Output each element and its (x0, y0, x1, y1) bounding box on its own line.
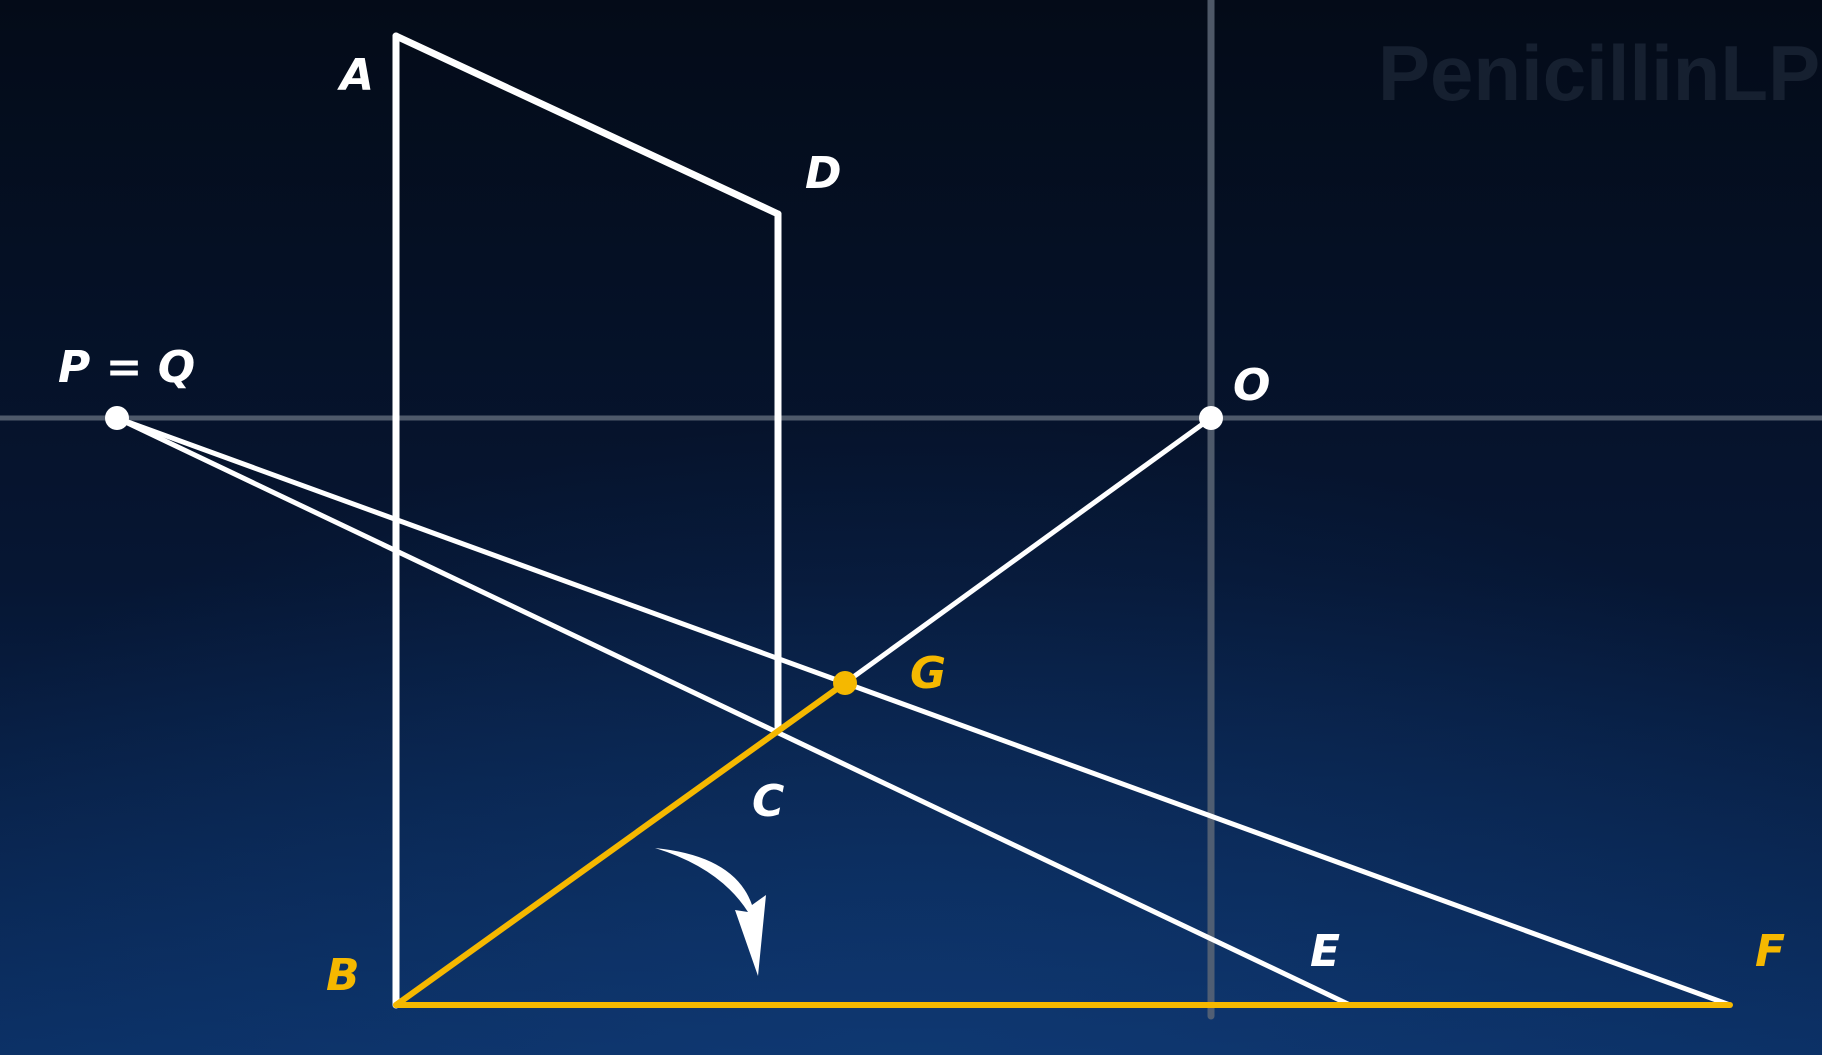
rotation-arrow-icon (655, 848, 766, 976)
watermark-text: PenicillinLP (1378, 29, 1820, 117)
label-f: F (1755, 926, 1785, 977)
label-b: B (326, 950, 360, 1001)
label-o: O (1233, 360, 1270, 411)
segment-ad (392, 32, 782, 218)
segment-go (843, 415, 1213, 686)
point-g (833, 671, 857, 695)
label-e: E (1310, 926, 1340, 977)
segment-bg (393, 680, 848, 1008)
label-a: A (337, 50, 374, 101)
label-g: G (910, 648, 946, 699)
segment-pf (116, 415, 1731, 1008)
point-o (1199, 406, 1223, 430)
segment-pe (115, 415, 1352, 1008)
label-c: C (752, 776, 784, 827)
label-d: D (805, 148, 842, 199)
point-pq (105, 406, 129, 430)
label-pq: P = Q (58, 342, 195, 393)
